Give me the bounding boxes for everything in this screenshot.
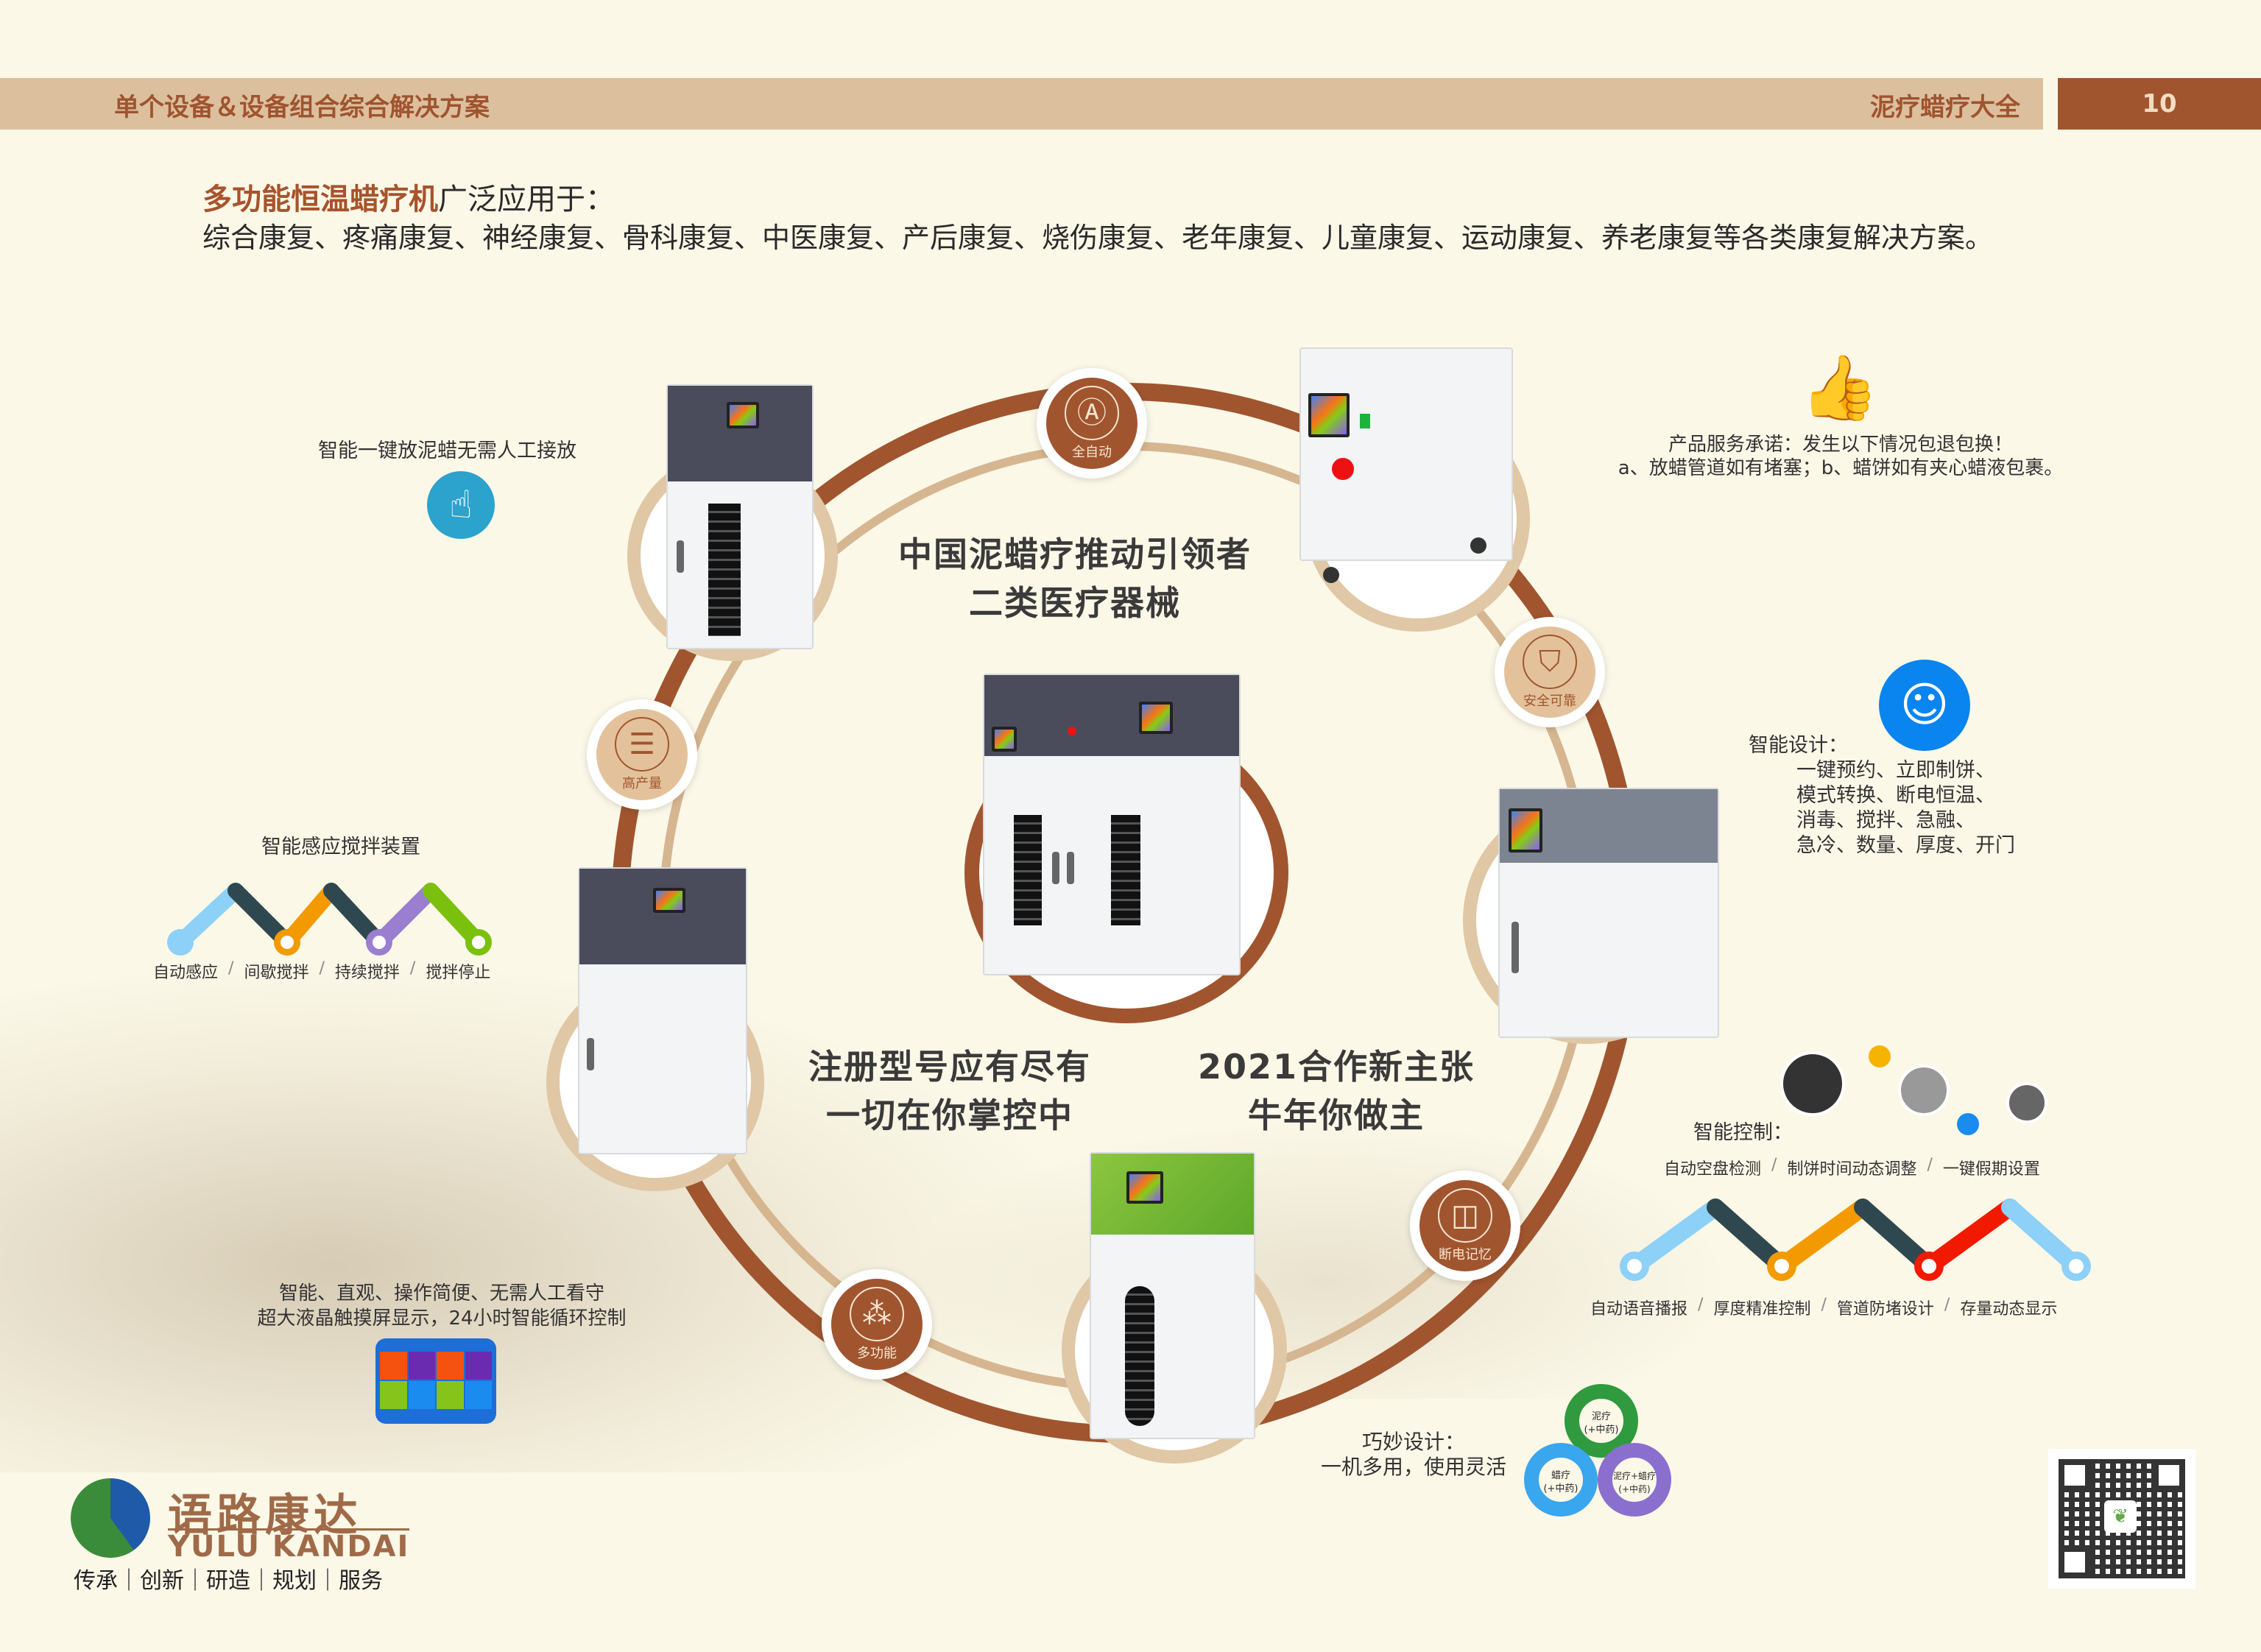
handle-detail-photo [1780,1051,1845,1116]
smart-design-title: 智能设计： [1749,734,1848,757]
stack-icon: ☰ [615,717,669,772]
thumbs-up-icon: 👍 [1800,351,1880,425]
control-item: 自动空盘检测 [1664,1160,1762,1179]
header-bar [0,78,2043,130]
badge-label: 多功能 [857,1346,897,1361]
touch-hand-icon: ☝ [427,471,495,539]
slogan-line: 二类医疗器械 [969,583,1181,623]
qr-center-logo-icon: ❦ [2104,1500,2137,1533]
auto-a-icon: Ⓐ [1065,386,1119,440]
slogan-line: 一切在你掌控中 [826,1095,1073,1135]
machine-image-tall-cabinet [666,384,814,649]
intro-heading: 多功能恒温蜡疗机广泛应用于： [202,175,615,218]
badge-high-output: ☰ 高产量 [587,699,697,810]
clever-design-line: 一机多用，使用灵活 [1320,1455,1506,1479]
slogan-line: 注册型号应有尽有 [808,1047,1091,1087]
clever-design-text: 巧妙设计： 一机多用，使用灵活 [1303,1430,1524,1480]
service-promise: 产品服务承诺：发生以下情况包退包换！ a、放蜡管道如有堵塞；b、蜡饼如有夹心蜡液… [1576,433,2106,480]
control-item: 制饼时间动态调整 [1787,1160,1917,1179]
control-item: 存量动态显示 [1960,1300,2058,1319]
logo-english-name: YULU KANDAI [168,1528,410,1564]
machine-image-wall-oven [1498,788,1719,1038]
connector-dot [1869,1045,1891,1067]
page-number: 10 [2058,78,2261,130]
promise-line: 产品服务承诺：发生以下情况包退包换！ [1668,434,2013,456]
slogan-line: 2021合作新主张 [1197,1047,1475,1087]
robot-icon: ◫ [1438,1188,1492,1243]
badge-fully-automatic: Ⓐ 全自动 [1037,368,1147,479]
control-item: 自动语音播报 [1590,1300,1688,1319]
intro-applications: 综合康复、疼痛康复、神经康复、骨科康复、中医康复、产后康复、烧伤康复、老年康复、… [202,222,1994,254]
intro-heading-rest: 广泛应用于： [438,183,615,216]
touchscreen-description: 智能、直观、操作简便、无需人工看守 超大液晶触摸屏显示，24小时智能循环控制 [221,1281,663,1331]
smart-control-chain-graphic [1620,1199,2091,1281]
smart-control-top-items: 自动空盘检测/ 制饼时间动态调整/ 一键假期设置 [1664,1156,2040,1179]
stirring-chain-graphic [167,883,492,956]
slogan-line: 中国泥蜡疗推动引领者 [898,534,1252,574]
touchscreen-line: 超大液晶触摸屏显示，24小时智能循环控制 [257,1307,627,1330]
stirring-steps: 自动感应/ 间歇搅拌/ 持续搅拌/ 搅拌停止 [153,959,491,982]
mode-mud-wax-therapy: 泥疗+蜡疗(+中药) [1598,1443,1671,1517]
alarm-detail-photo [2006,1082,2047,1123]
one-key-release-text: 智能一键放泥蜡无需人工接放 [318,440,576,462]
smart-design-line: 消毒、搅拌、急融、 [1796,809,1975,832]
slogan-top: 中国泥蜡疗推动引领者 二类医疗器械 [869,530,1281,627]
machine-image-double-cabinet [983,674,1241,975]
stirring-step: 自动感应 [153,964,219,982]
stirring-step: 间歇搅拌 [244,964,309,982]
mode-wax-therapy: 蜡疗(+中药) [1524,1443,1598,1517]
touchscreen-line: 智能、直观、操作简便、无需人工看守 [278,1282,604,1305]
machine-image-mobile-unit [1299,347,1513,583]
promise-line: a、放蜡管道如有堵塞；b、蜡饼如有夹心蜡液包裹。 [1618,457,2064,479]
shield-network-icon: ⛉ [1523,635,1577,689]
badge-label: 断电记忆 [1439,1247,1492,1263]
touchscreen-ui-image [375,1338,496,1424]
chain-node [167,929,194,956]
control-item: 一键假期设置 [1942,1160,2040,1179]
book-title: 泥疗蜡疗大全 [1870,93,2020,122]
hinge-detail-photo [1898,1065,1950,1116]
control-item: 厚度精准控制 [1713,1300,1811,1319]
machine-image-single-cabinet [578,867,747,1154]
wechat-qr-code: ❦ [2048,1449,2195,1589]
smart-design-line: 模式转换、断电恒温、 [1796,784,1995,807]
smart-control-title: 智能控制： [1693,1121,1793,1144]
clever-design-line: 巧妙设计： [1361,1430,1465,1454]
badge-safe-reliable: ⛉ 安全可靠 [1495,617,1605,727]
section-title: 单个设备＆设备组合综合解决方案 [114,93,490,122]
slogan-left: 注册型号应有尽有 一切在你掌控中 [791,1042,1108,1140]
badge-label: 安全可靠 [1523,693,1576,709]
smart-design-line: 一键预约、立即制饼、 [1796,759,1995,782]
badge-multi-function: ⁂ 多功能 [822,1269,932,1380]
smart-design-line: 急冷、数量、厚度、开门 [1796,834,2015,857]
stirring-title: 智能感应搅拌装置 [261,836,420,858]
smart-control-bottom-items: 自动语音播报/ 厚度精准控制/ 管道防堵设计/ 存量动态显示 [1590,1296,2058,1319]
slogan-line: 牛年你做主 [1248,1095,1425,1135]
smart-design-list: 一键预约、立即制饼、 模式转换、断电恒温、 消毒、搅拌、急融、 急冷、数量、厚度… [1796,758,2015,858]
multi-function-icon: ⁂ [850,1287,904,1341]
badge-power-off-memory: ◫ 断电记忆 [1410,1171,1520,1281]
logo-chinese-name: 语路康达 [168,1490,362,1542]
badge-label: 全自动 [1072,445,1112,460]
badge-label: 高产量 [622,776,662,791]
yulu-kandai-logo-icon [71,1478,150,1558]
machine-image-green-top-cabinet [1090,1152,1255,1439]
stirring-step: 持续搅拌 [334,964,400,982]
logo-tagline: 传承｜创新｜研造｜规划｜服务 [74,1568,383,1594]
brain-head-icon: ☺ [1879,660,1970,751]
stirring-step: 搅拌停止 [426,964,491,982]
connector-dot [1957,1113,1979,1135]
control-item: 管道防堵设计 [1836,1300,1934,1319]
product-name: 多功能恒温蜡疗机 [202,183,438,216]
three-mode-diagram: 泥疗(+中药) 蜡疗(+中药) 泥疗+蜡疗(+中药) [1524,1384,1671,1524]
slogan-right: 2021合作新主张 牛年你做主 [1182,1042,1491,1140]
